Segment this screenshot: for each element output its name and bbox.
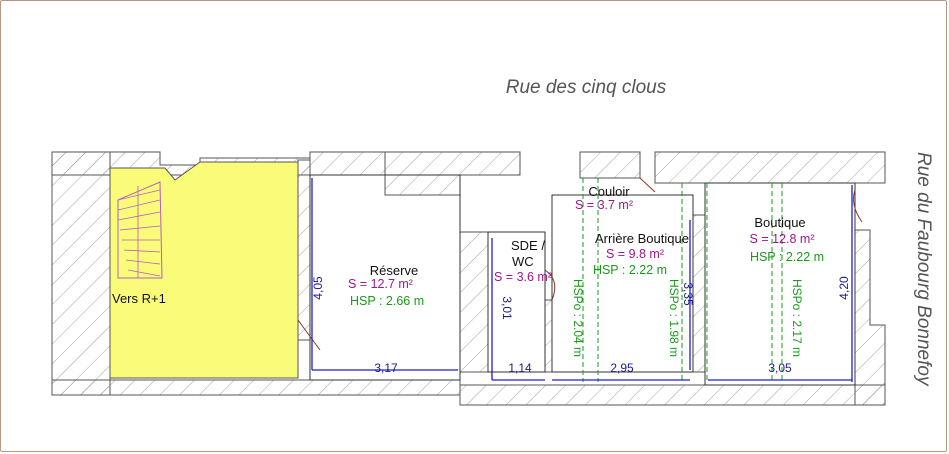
dim-reserve-width: 3,17 xyxy=(374,361,398,375)
dim-arriere-width: 2,95 xyxy=(610,361,634,375)
room-reserve-surface: S = 12.7 m² xyxy=(348,277,413,291)
hspo-lines xyxy=(582,178,783,382)
room-boutique-name: Boutique xyxy=(754,215,805,230)
room-couloir-surface: S = 3.7 m² xyxy=(575,198,633,212)
stairs-label: Vers R+1 xyxy=(112,291,166,306)
room-sde-name-line1: SDE / xyxy=(511,238,545,253)
room-reserve-hsp: HSP : 2.66 m xyxy=(350,294,424,308)
dim-sde-width: 1,14 xyxy=(508,361,532,375)
room-arriere-name: Arrière Boutique xyxy=(595,231,689,246)
hspo-label-c: HSPo : 2.17 m xyxy=(790,279,804,357)
street-label-top: Rue des cinq clous xyxy=(506,77,667,98)
room-outlines xyxy=(309,174,856,386)
room-arriere-surface: S = 9.8 m² xyxy=(606,247,664,261)
room-couloir-name: Couloir xyxy=(588,184,630,199)
hspo-label-a: HSPo : 2.04 m xyxy=(571,279,585,357)
dim-sde-height: 3,01 xyxy=(500,296,514,320)
dim-arriere-height: 3,35 xyxy=(681,282,695,306)
room-sde-surface: S = 3.6 m² xyxy=(494,270,552,284)
dimension-lines xyxy=(311,178,853,382)
hspo-label-b: HSPo : 1.98 m xyxy=(667,279,681,357)
dim-boutique-height: 4,20 xyxy=(837,276,851,300)
room-sde-name-line2: WC xyxy=(512,254,534,269)
room-reserve-name: Réserve xyxy=(370,263,418,278)
room-arriere-hsp: HSP : 2.22 m xyxy=(593,263,667,277)
room-boutique-surface: S = 12.8 m² xyxy=(750,232,815,246)
walls xyxy=(51,151,886,406)
stair-area: Vers R+1 xyxy=(109,161,299,379)
door-swings xyxy=(297,177,863,351)
street-label-right: Rue du Faubourg Bonnefoy xyxy=(913,152,934,387)
dim-boutique-width: 3,05 xyxy=(768,361,792,375)
room-boutique-hsp: HSP : 2.22 m xyxy=(750,250,824,264)
dim-reserve-height: 4,05 xyxy=(311,276,325,300)
